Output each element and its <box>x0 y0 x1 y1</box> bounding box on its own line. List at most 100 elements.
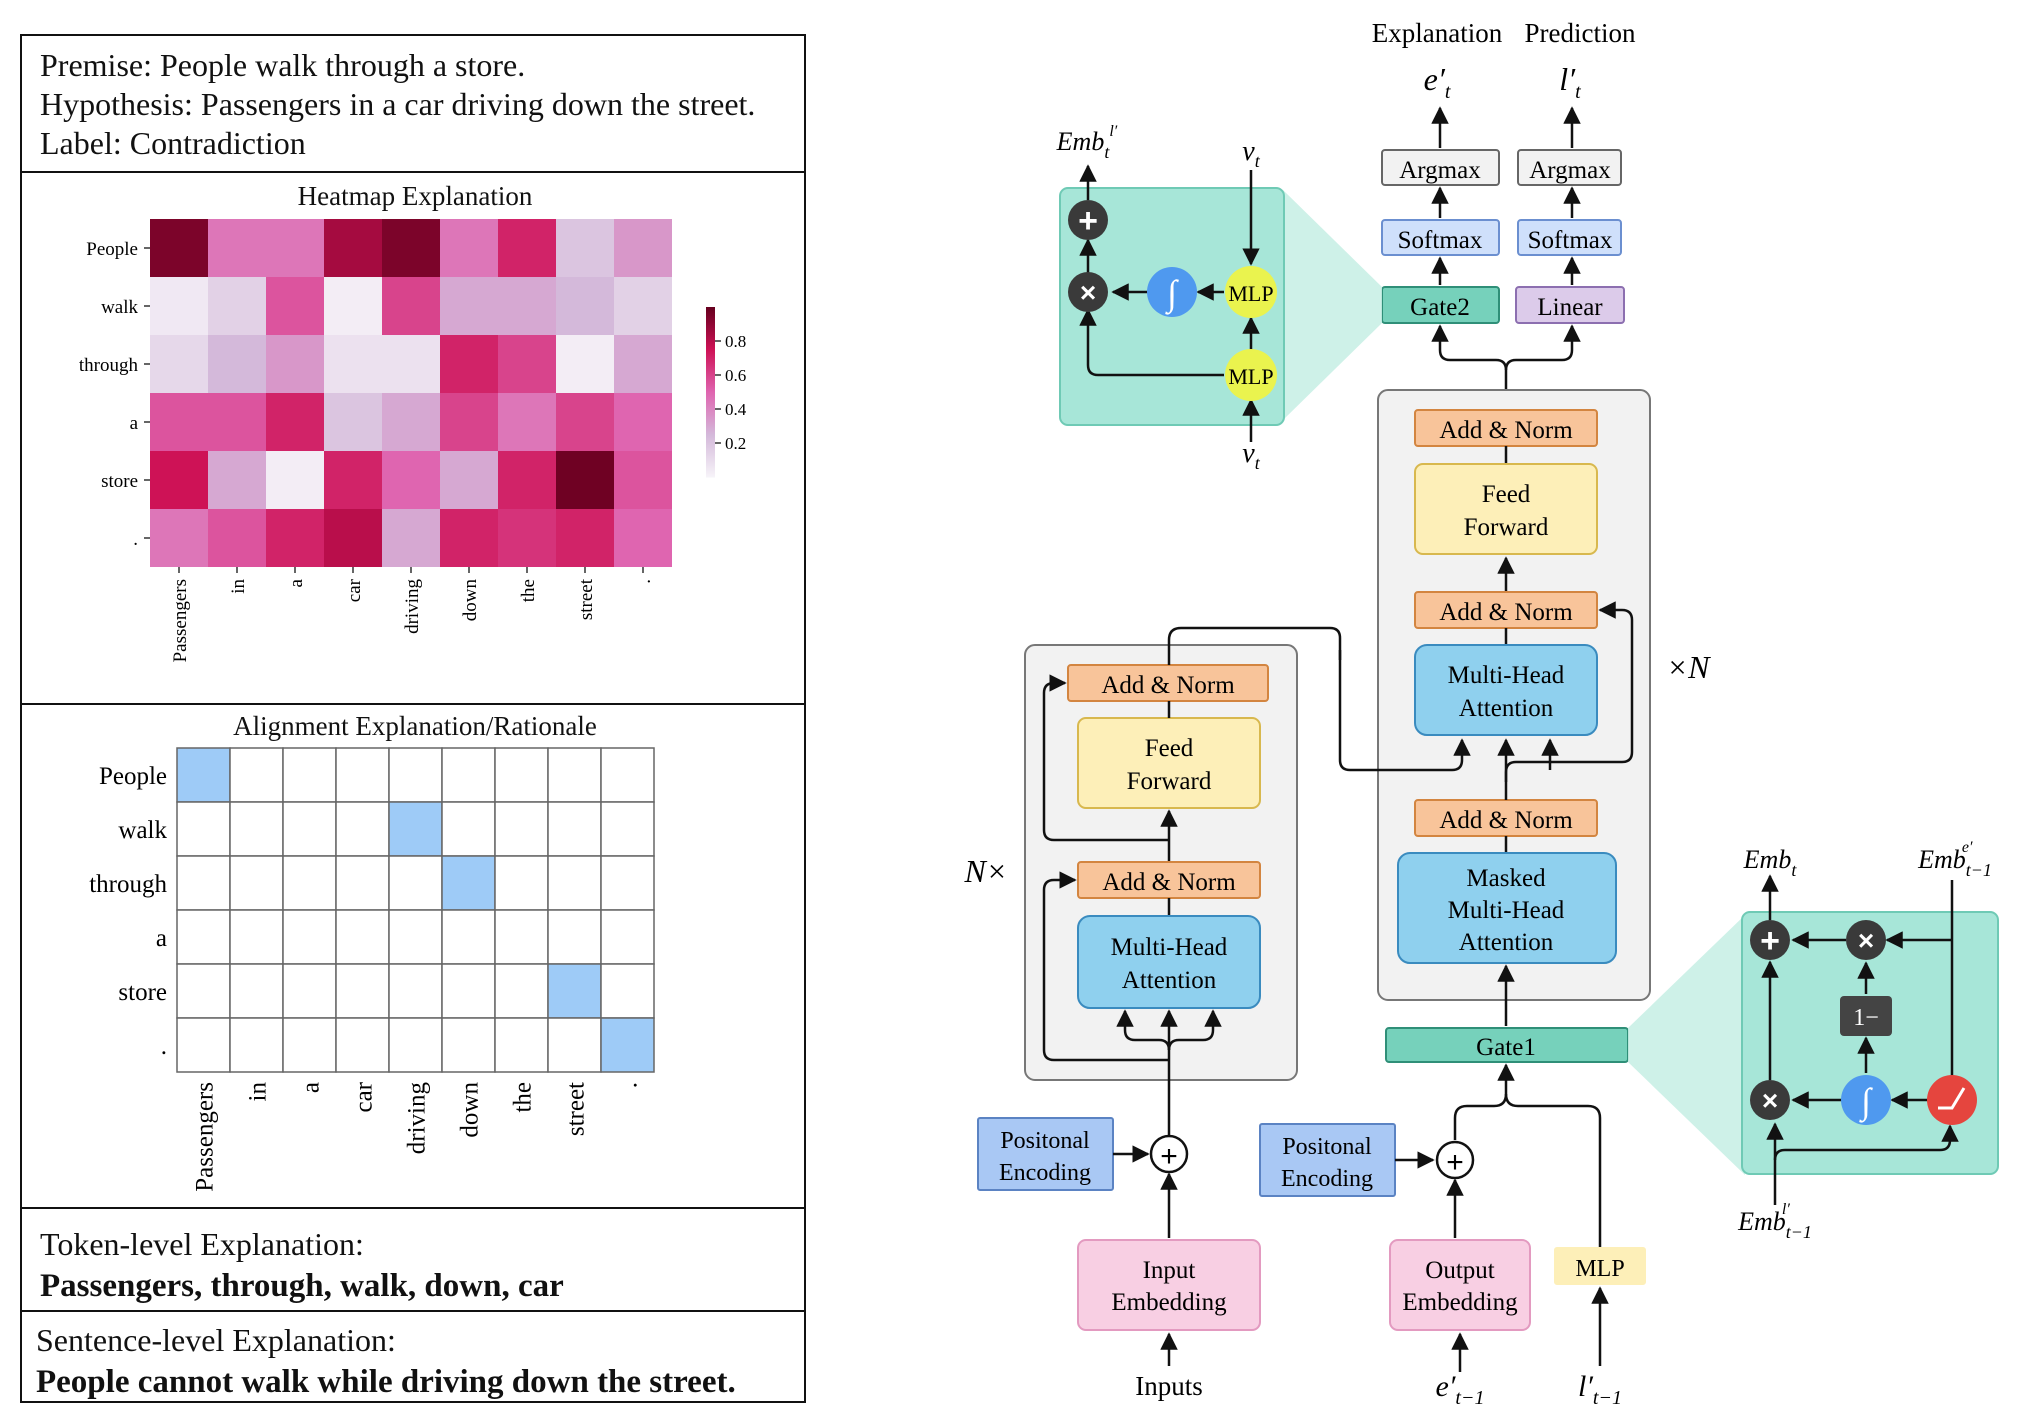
emb-e-prev-symbol: Embt−1e′ <box>1917 839 1992 880</box>
svg-text:Positonal: Positonal <box>1000 1128 1090 1154</box>
heatmap-cell <box>614 219 672 277</box>
colorbar-segment <box>706 384 715 386</box>
svg-text:+: + <box>1078 202 1098 240</box>
emb-l-prime-symbol: Embtl′ <box>1056 123 1118 162</box>
colorbar-segment <box>706 442 715 444</box>
colorbar-segment <box>706 472 715 474</box>
colorbar-segment <box>706 405 715 407</box>
colorbar-segment <box>706 314 715 316</box>
colorbar-segment <box>706 439 715 441</box>
colorbar-segment <box>706 361 715 363</box>
colorbar-segment <box>706 382 715 384</box>
heatmap-cell <box>440 451 498 509</box>
alignment-cell <box>388 909 443 965</box>
colorbar-segment <box>706 308 715 310</box>
colorbar-segment <box>706 403 715 405</box>
colorbar-segment <box>706 454 715 456</box>
colorbar-segment <box>706 459 715 461</box>
heatmap-cell <box>498 451 556 509</box>
alignment-col-label: . <box>616 1082 643 1088</box>
decoder-multi-head-attention: Multi-Head Attention <box>1414 644 1598 736</box>
colorbar-segment <box>706 353 715 355</box>
colorbar-segment <box>706 400 715 402</box>
alignment-cell <box>441 909 496 965</box>
svg-text:Forward: Forward <box>1464 514 1549 541</box>
heatmap-title: Heatmap Explanation <box>297 181 533 211</box>
heatmap-cell <box>266 451 324 509</box>
l-t-minus-1-symbol: l′t−1 <box>1578 1370 1622 1409</box>
e-t-prime-symbol: e′t <box>1424 61 1451 103</box>
colorbar-segment <box>706 408 715 410</box>
svg-text:Softmax: Softmax <box>1398 227 1483 254</box>
colorbar-segment <box>706 357 715 359</box>
colorbar-segment <box>706 339 715 341</box>
colorbar-segment <box>706 317 715 319</box>
alignment-row-label: People <box>99 763 167 790</box>
colorbar-segment <box>706 371 715 373</box>
alignment-cell <box>229 1017 284 1073</box>
colorbar-segment <box>706 386 715 388</box>
heatmap-cell <box>266 335 324 393</box>
gate1-detail-panel: Embt Embt−1e′ Embt−1l′ + × 1− × ∫ <box>1737 839 1999 1242</box>
colorbar-segment <box>706 356 715 358</box>
heatmap-cell <box>266 219 324 277</box>
colorbar-segment <box>706 415 715 417</box>
token-panel: Token-level Explanation: Passengers, thr… <box>20 1207 806 1312</box>
mlp-input-box: MLP <box>1554 1247 1646 1285</box>
alignment-cell <box>547 963 602 1019</box>
colorbar-segment <box>706 355 715 357</box>
colorbar-segment <box>706 448 715 450</box>
heatmap-cell <box>150 335 208 393</box>
colorbar-segment <box>706 313 715 315</box>
alignment-cell <box>494 855 549 911</box>
colorbar-segment <box>706 354 715 356</box>
one-minus-box <box>1840 996 1892 1036</box>
colorbar-segment <box>706 410 715 412</box>
colorbar-segment <box>706 321 715 323</box>
colorbar-segment <box>706 402 715 404</box>
heatmap-cell <box>382 335 440 393</box>
svg-text:Feed: Feed <box>1145 735 1194 762</box>
colorbar-segment <box>706 432 715 434</box>
alignment-col-label: Passengers <box>192 1082 219 1192</box>
explanation-label: Explanation <box>1372 18 1503 48</box>
heatmap-cell <box>324 509 382 567</box>
colorbar-segment <box>706 424 715 426</box>
decoder-add-icon <box>1435 1140 1475 1180</box>
colorbar-segment <box>706 329 715 331</box>
colorbar-segment <box>706 445 715 447</box>
colorbar-segment <box>706 377 715 379</box>
alignment-cell <box>547 909 602 965</box>
colorbar-segment <box>706 335 715 337</box>
softmax-right-box: Softmax <box>1517 219 1622 256</box>
sigmoid-icon <box>1147 267 1197 317</box>
alignment-cell <box>494 747 549 803</box>
svg-text:Softmax: Softmax <box>1528 227 1613 254</box>
heatmap-col-label: Passengers <box>170 579 191 662</box>
sigmoid-icon-bottom <box>1841 1075 1891 1125</box>
svg-text:Gate2: Gate2 <box>1410 294 1470 321</box>
alignment-cell <box>229 909 284 965</box>
colorbar-segment <box>706 316 715 318</box>
colorbar-segment <box>706 387 715 389</box>
colorbar-segment <box>706 375 715 377</box>
svg-text:×: × <box>1080 277 1096 308</box>
colorbar-segment <box>706 396 715 398</box>
softmax-left-box: Softmax <box>1381 219 1500 256</box>
colorbar-segment <box>706 365 715 367</box>
decoder-add-norm-3: Add & Norm <box>1414 409 1598 447</box>
colorbar-segment <box>706 331 715 333</box>
colorbar-segment <box>706 392 715 394</box>
heatmap-cell <box>208 219 266 277</box>
mlp-circle-top <box>1225 266 1277 318</box>
alignment-cell <box>282 909 337 965</box>
sentence-heading: Sentence-level Explanation: <box>36 1322 396 1358</box>
svg-text:Encoding: Encoding <box>1281 1166 1373 1192</box>
heatmap-cell <box>440 335 498 393</box>
decoder-feed-forward: Feed Forward <box>1414 463 1598 555</box>
colorbar-segment <box>706 319 715 321</box>
alignment-cell <box>335 963 390 1019</box>
heatmap-col-label: car <box>344 578 365 602</box>
colorbar-segment <box>706 352 715 354</box>
